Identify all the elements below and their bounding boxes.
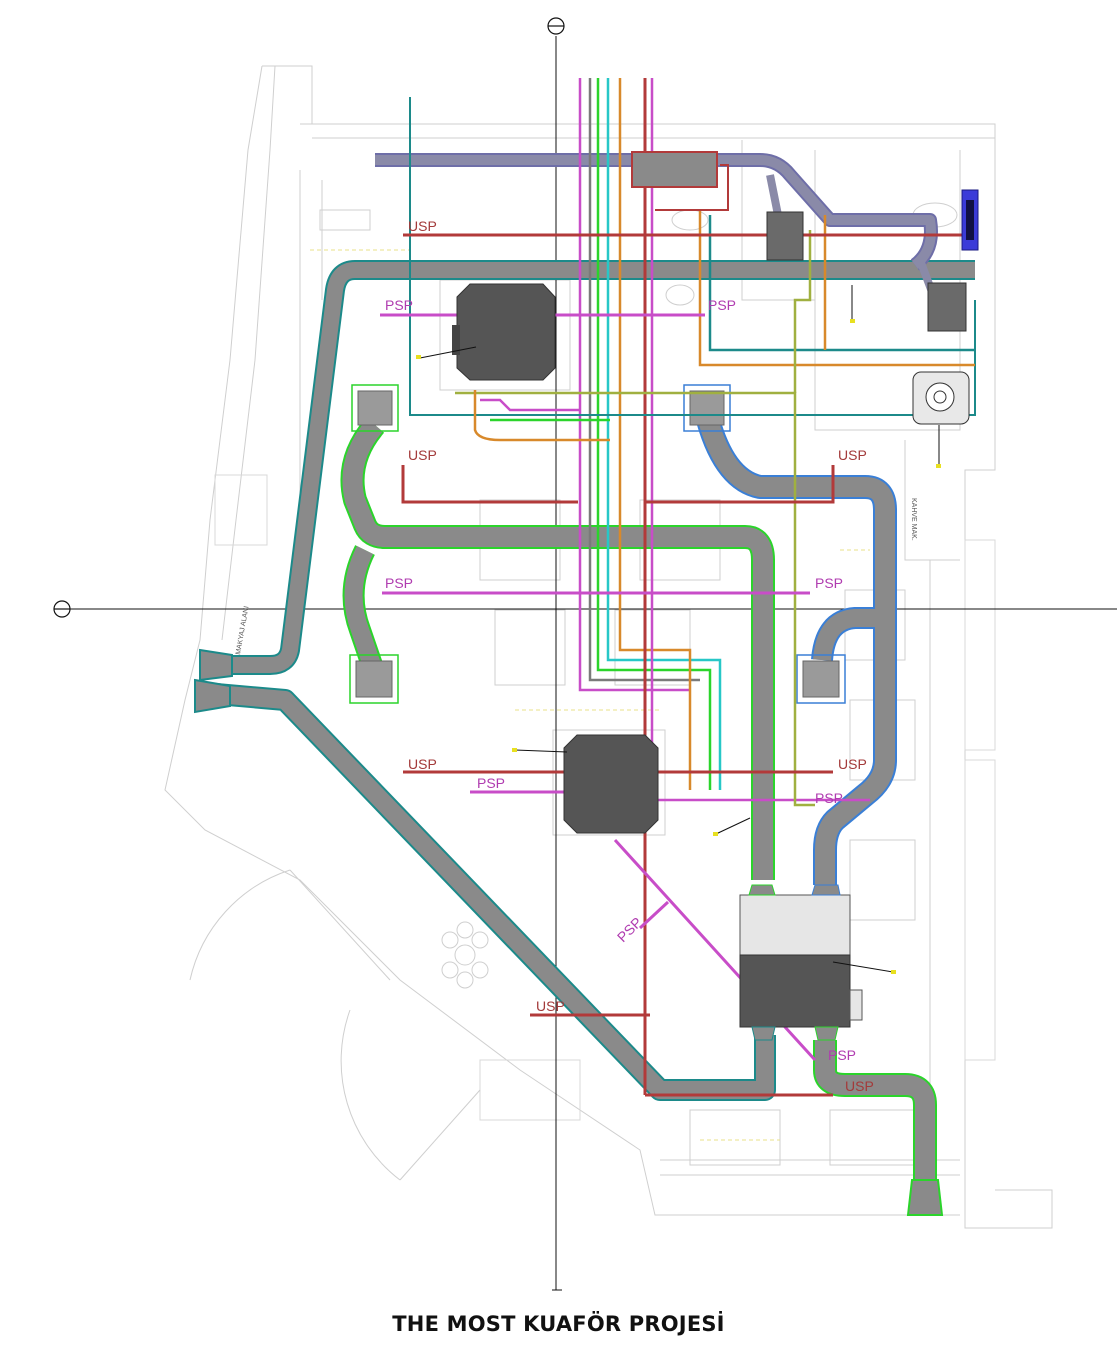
usp-label: USP: [408, 218, 437, 234]
psp-label: PSP: [477, 775, 505, 791]
duct-outlet: [906, 1179, 944, 1216]
duct-transition: [194, 648, 233, 714]
main-duct-teal: [204, 260, 975, 1101]
psp-label: PSP: [385, 575, 413, 591]
diffuser: [355, 660, 393, 698]
psp-label: PSP: [815, 790, 843, 806]
duct-green: [340, 417, 937, 1185]
ac-unit-icon: [512, 734, 659, 834]
room-label-coffee: KAHVE MAK.: [910, 498, 917, 541]
psp-label: PSP: [385, 297, 413, 313]
diffuser: [683, 384, 731, 432]
psp-label: PSP: [815, 575, 843, 591]
pipe-labels: USP USP USP USP USP USP USP PSP PSP PSP …: [385, 218, 874, 1094]
service-lines: [310, 249, 870, 1141]
ac-unit-icon: [416, 283, 556, 381]
duct-blue: [696, 416, 897, 885]
diffuser: [349, 654, 399, 704]
duct-header-box: [631, 151, 729, 211]
axis-marker-icon: [547, 17, 565, 35]
psp-label: PSP: [614, 914, 645, 945]
diffuser: [351, 384, 399, 432]
diffuser: [357, 390, 393, 426]
diffusers: [349, 384, 846, 704]
psp-label: PSP: [828, 1047, 856, 1063]
reference-axes: [70, 36, 1117, 1291]
heat-recovery-unit: [713, 817, 896, 1041]
architectural-background: [164, 65, 1053, 1229]
usp-label: USP: [536, 998, 565, 1014]
room-label-makeup: MAKYAJ ALANI: [235, 606, 250, 656]
psp-label: PSP: [708, 297, 736, 313]
usp-label: USP: [408, 756, 437, 772]
diffuser: [689, 390, 725, 426]
usp-label: USP: [845, 1078, 874, 1094]
page-title: THE MOST KUAFÖR PROJESİ: [392, 1312, 725, 1336]
usp-label: USP: [408, 447, 437, 463]
axis-marker-icon: [53, 600, 71, 618]
diffuser: [796, 654, 846, 704]
usp-label: USP: [838, 447, 867, 463]
diffuser: [802, 660, 840, 698]
fan-icon: [766, 189, 979, 468]
usp-label: USP: [838, 756, 867, 772]
